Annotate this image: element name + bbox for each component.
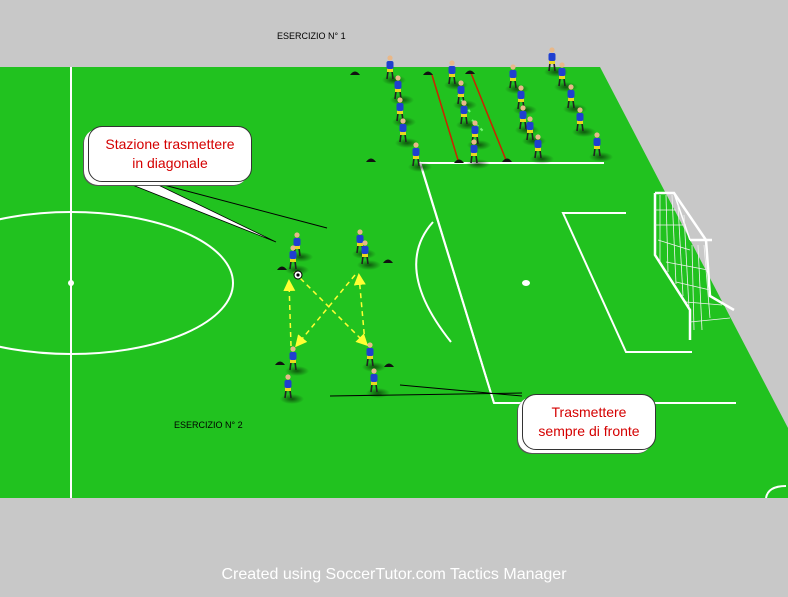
player-icon — [285, 245, 309, 275]
goal-area — [561, 212, 692, 353]
center-spot — [68, 280, 74, 286]
player-icon — [589, 132, 613, 162]
cone-icon — [465, 70, 475, 74]
callout-diagonal: Stazione trasmettere in diagonale — [88, 126, 252, 182]
cone-icon — [366, 158, 376, 162]
center-circle — [0, 211, 234, 355]
exercise-2-label: ESERCIZIO N° 2 — [174, 420, 243, 430]
cone-icon — [502, 158, 512, 162]
player-icon — [382, 55, 406, 85]
callout-pointers — [119, 179, 523, 397]
player-icon — [357, 240, 381, 270]
cone-icon — [277, 266, 287, 270]
footer-credit: Created using SoccerTutor.com Tactics Ma… — [221, 566, 567, 583]
player-icon — [530, 134, 554, 164]
player-icon — [285, 346, 309, 376]
player-icon — [572, 107, 596, 137]
pass-arrow-icon — [293, 271, 369, 347]
ball-icon — [293, 270, 303, 280]
player-icon — [408, 142, 432, 172]
corner-arc — [765, 485, 787, 499]
player-icon — [466, 139, 490, 169]
pass-arrows — [283, 271, 369, 348]
pass-arrow-icon — [353, 273, 366, 344]
penalty-arc — [415, 221, 452, 343]
cone-icon — [275, 361, 285, 365]
penalty-spot — [522, 280, 530, 286]
callout-front: Trasmettere sempre di fronte — [522, 394, 656, 450]
callout-front-line2: sempre di fronte — [538, 423, 640, 439]
player-icon — [554, 62, 578, 92]
callout-diagonal-line1: Stazione trasmettere — [105, 136, 235, 152]
player-icon — [366, 368, 390, 398]
pass-arrow-icon — [283, 279, 296, 347]
lane-lines — [431, 72, 507, 161]
goal-icon — [653, 191, 735, 340]
player-icon — [362, 342, 386, 372]
player-icon — [280, 374, 304, 404]
callout-diagonal-line2: in diagonale — [132, 155, 208, 171]
exercise-1-label: ESERCIZIO N° 1 — [277, 31, 346, 41]
player-icon — [395, 118, 419, 148]
players — [280, 47, 613, 404]
cone-icon — [454, 159, 464, 163]
cone-icon — [423, 71, 433, 75]
callout-front-line1: Trasmettere — [551, 404, 627, 420]
cone-icon — [384, 363, 394, 367]
cone-icon — [383, 259, 393, 263]
cones — [275, 70, 512, 367]
pass-arrow-icon — [295, 274, 356, 348]
cone-icon — [350, 71, 360, 75]
